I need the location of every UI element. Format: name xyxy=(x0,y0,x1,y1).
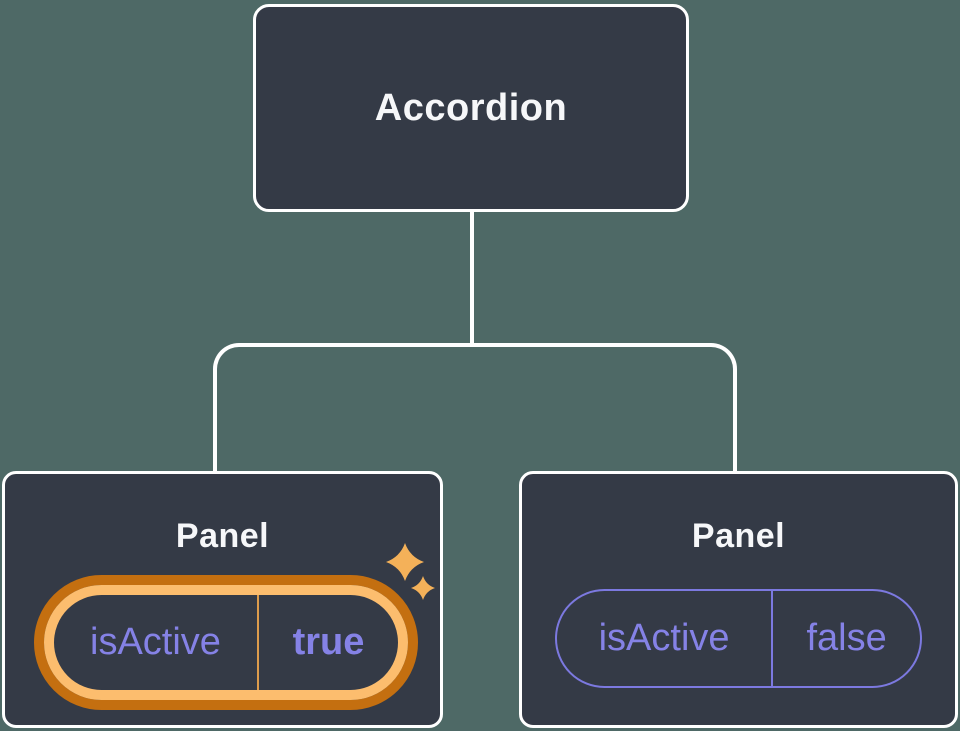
component-node-accordion: Accordion xyxy=(253,4,689,212)
connector-trunk-line xyxy=(470,210,474,347)
prop-name: isActive xyxy=(90,621,221,663)
component-node-panel-inactive: Panel isActive false xyxy=(519,471,958,728)
accordion-node-label: Accordion xyxy=(374,86,568,129)
sparkles-icon xyxy=(386,543,435,600)
panel-title: Panel xyxy=(691,517,786,555)
pill-divider xyxy=(771,591,774,686)
panel-title: Panel xyxy=(175,517,270,555)
prop-value: false xyxy=(806,617,887,659)
prop-pill-plain: isActive false xyxy=(555,589,922,688)
prop-name: isActive xyxy=(598,617,730,659)
pill-divider xyxy=(256,595,259,690)
prop-pill-active: isActive true xyxy=(34,575,418,710)
connector-branch-lines xyxy=(213,343,737,474)
component-node-panel-active: Panel isActive true xyxy=(2,471,443,728)
prop-pill-active-core: isActive true xyxy=(44,585,408,700)
prop-value: true xyxy=(292,621,365,663)
